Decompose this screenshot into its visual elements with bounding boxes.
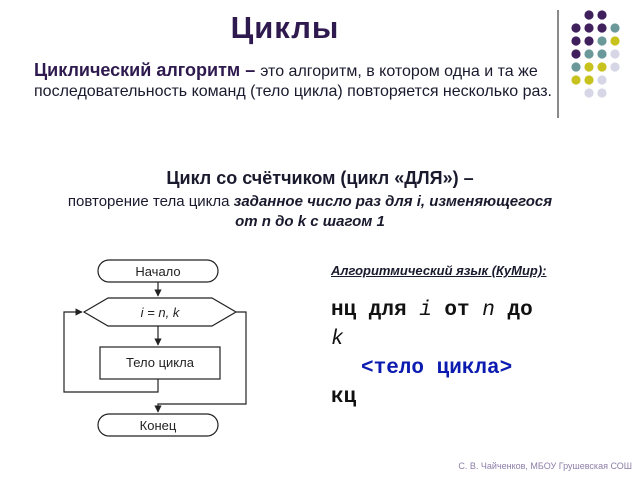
code-line-k: k: [331, 325, 591, 354]
decor-dot: [584, 88, 594, 98]
flowchart-exit-line: [154, 311, 247, 413]
code-keyword-ot: от: [431, 299, 483, 322]
counter-loop-heading: Цикл со счётчиком (цикл «ДЛЯ») –: [166, 168, 474, 188]
decor-dot: [610, 23, 620, 33]
counter-loop-description: повторение тела цикла заданное число раз…: [60, 192, 560, 232]
counter-loop-desc-emphasis: заданное число раз для i, изменяющегося …: [233, 193, 553, 230]
code-keyword-do: до: [494, 299, 533, 322]
code-line-header: нц для i от n до: [331, 296, 591, 325]
decor-dot: [597, 36, 607, 46]
decor-dot: [597, 23, 607, 33]
code-keyword-nc-dlya: нц для: [331, 299, 420, 322]
decor-dots: [571, 10, 620, 98]
decor-dot: [610, 36, 620, 46]
slide-title: Циклы: [230, 10, 340, 45]
decor-dot: [584, 49, 594, 59]
decor-dot: [597, 62, 607, 72]
decor-dot: [571, 36, 581, 46]
decor-dot: [584, 10, 594, 20]
language-label: Алгоритмический язык (КуМир):: [331, 263, 547, 278]
decor-dot: [597, 88, 607, 98]
decor-dot: [597, 10, 607, 20]
definition-term: Циклический алгоритм: [34, 60, 241, 80]
flowchart-start-label: Начало: [135, 264, 180, 279]
definition-dash: –: [240, 60, 261, 80]
decor-dot: [597, 75, 607, 85]
decor-dot: [584, 62, 594, 72]
decor-dot: [597, 49, 607, 59]
counter-loop-desc-plain: повторение тела цикла: [67, 193, 234, 210]
flowchart-body-label: Тело цикла: [126, 355, 195, 370]
decor-dot: [584, 23, 594, 33]
flowchart-end-label: Конец: [140, 418, 177, 433]
flowchart: Начало i = n, k Тело цикла Конец: [63, 259, 247, 437]
flowchart-end-shape: [97, 413, 219, 437]
flowchart-loop-header-label: i = n, k: [141, 305, 181, 320]
decor-dot: [571, 23, 581, 33]
code-line-end: кц: [331, 386, 357, 409]
decor-dot: [610, 62, 620, 72]
decor-dot: [610, 49, 620, 59]
code-var-k: k: [331, 328, 344, 351]
decor-dot: [584, 36, 594, 46]
footer-credit: С. В. Чайченков, МБОУ Грушевская СОШ: [458, 461, 632, 471]
code-line-body: <тело цикла>: [361, 357, 513, 380]
decor-dot: [571, 75, 581, 85]
decor-dot: [571, 49, 581, 59]
decor-dot: [571, 62, 581, 72]
definition: Циклический алгоритм – это алгоритм, в к…: [34, 60, 554, 102]
flowchart-body-shape: [99, 346, 221, 380]
code-var-i: i: [419, 299, 432, 322]
code-block: нц для i от n до k <тело цикла> кц: [331, 296, 591, 412]
decor-divider: [557, 10, 559, 118]
definition-text: это алгоритм, в котором одна и та же пос…: [34, 63, 552, 100]
decor-dot: [584, 75, 594, 85]
flowchart-loop-back-line: [63, 308, 159, 393]
code-var-n: n: [482, 299, 495, 322]
